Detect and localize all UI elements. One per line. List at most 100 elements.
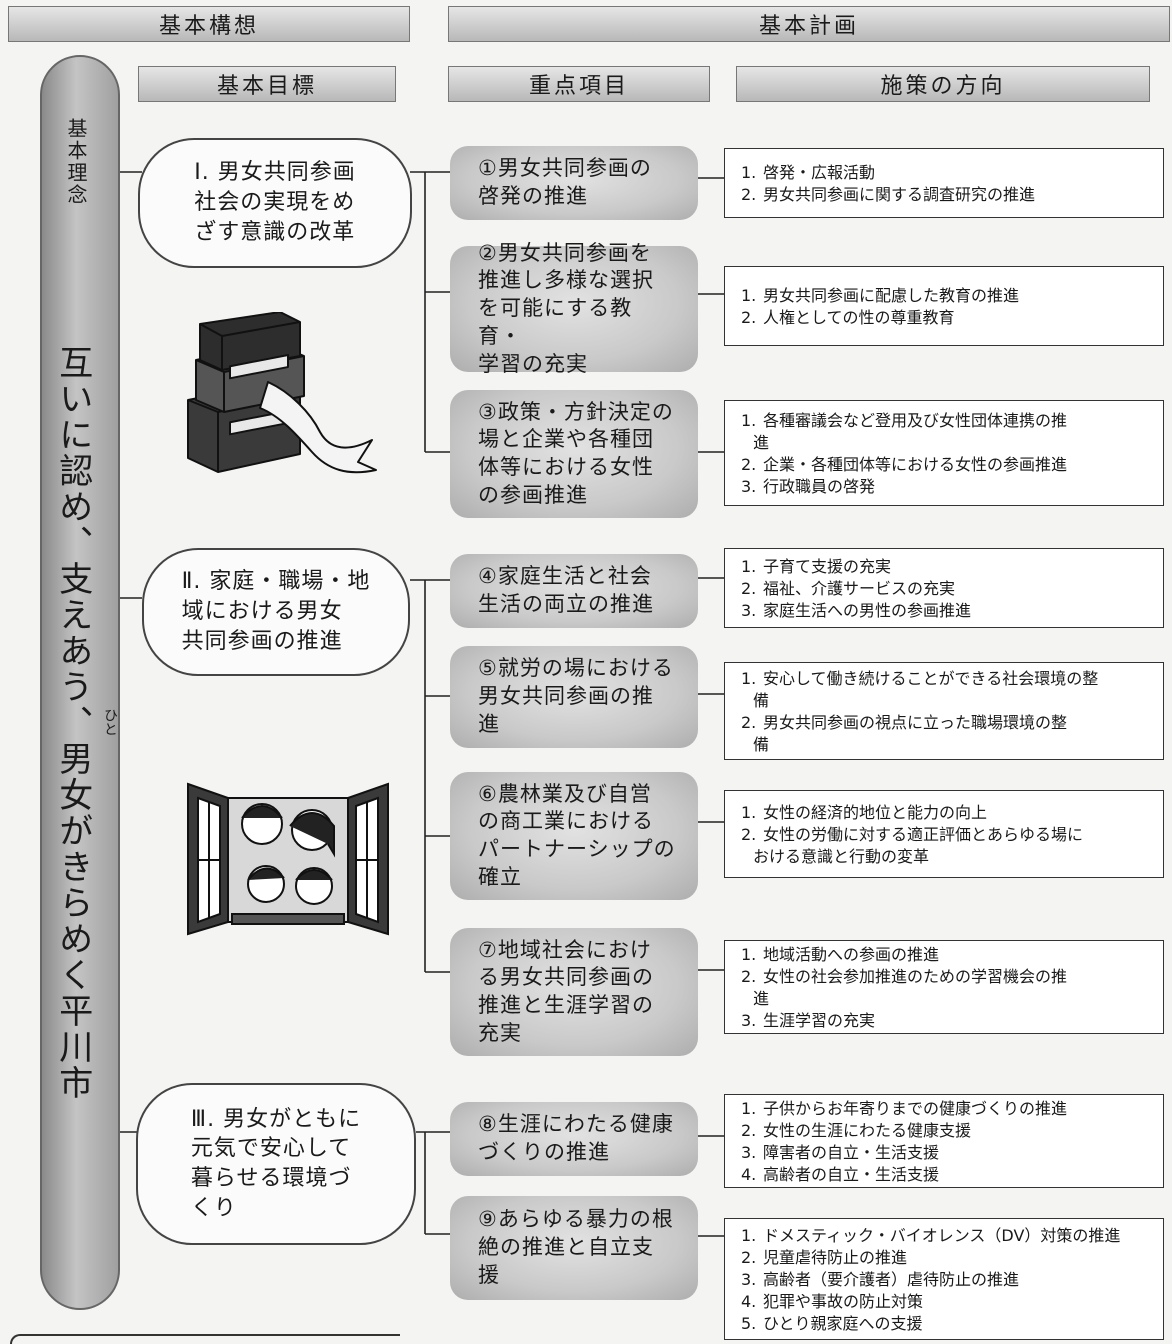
books-illustration <box>187 312 377 474</box>
measure-box-8: 1.子供からお年寄りまでの健康づくりの推進 2. 女性の生涯にわたる健康支援 3.… <box>724 1094 1164 1188</box>
measure-item: 3. 行政職員の啓発 <box>741 476 1151 498</box>
measure-box-2: 1.男女共同参画に配慮した教育の推進 2.人権としての性の尊重教育 <box>724 266 1164 346</box>
priority-text: ④家庭生活と社会 生活の両立の推進 <box>478 564 654 616</box>
measure-text: 人権としての性の尊重教育 <box>763 308 955 327</box>
priority-2: ②男女共同参画を 推進し多様な選択 を可能にする教育・ 学習の充実 <box>450 241 698 376</box>
priority-text: ②男女共同参画を 推進し多様な選択 を可能にする教育・ 学習の充実 <box>478 240 654 376</box>
measure-text: 高齢者（要介護者）虐待防止の推進 <box>763 1269 1020 1289</box>
goal-2: Ⅱ. 家庭・職場・地 域における男女 共同参画の推進 <box>142 548 410 676</box>
measure-num: 1. <box>741 668 757 688</box>
priority-5: ⑤就労の場における 男女共同参画の推 進 <box>450 646 698 748</box>
measure-box-5: 1.安心して働き続けることができる社会環境の整備 2.男女共同参画の視点に立った… <box>724 662 1164 760</box>
priority-1: ①男女共同参画の 啓発の推進 <box>450 146 698 220</box>
measure-item: 1. 子育て支援の充実 <box>741 556 1151 578</box>
measure-text: 子供からお年寄りまでの健康づくりの推進 <box>763 1098 1068 1118</box>
measure-item: 1.各種審議会など登用及び女性団体連携の推進 <box>741 410 1151 454</box>
priority-8: ⑧生涯にわたる健康 づくりの推進 <box>450 1102 698 1176</box>
measure-item: 2.児童虐待防止の推進 <box>741 1247 1151 1269</box>
measure-num: 2. <box>741 1247 757 1267</box>
measure-text: 女性の経済的地位と能力の向上 <box>763 802 988 822</box>
measure-num: 1. <box>741 1225 757 1245</box>
measure-num: 2. <box>741 578 757 598</box>
measure-text: 家庭生活への男性の参画推進 <box>763 601 972 621</box>
measure-num: 3. <box>741 1269 757 1289</box>
measure-text: 企業・各種団体等における女性の参画推進 <box>763 455 1068 474</box>
measure-num: 1. <box>741 802 757 822</box>
measure-num: 2. <box>741 824 757 844</box>
goal-text: Ⅰ. 男女共同参画 社会の実現をめ ざす意識の改革 <box>194 160 356 245</box>
measure-text: 生涯学習の充実 <box>763 1011 876 1031</box>
measure-item: 2.男女共同参画の視点に立った職場環境の整備 <box>741 712 1151 756</box>
measure-item: 3.生涯学習の充実 <box>741 1010 1151 1032</box>
measure-text: 犯罪や事故の防止対策 <box>763 1292 924 1312</box>
measure-box-1: 1.啓発・広報活動 2.男女共同参画に関する調査研究の推進 <box>724 148 1164 218</box>
priority-7: ⑦地域社会におけ る男女共同参画の 推進と生涯学習の 充実 <box>450 928 698 1056</box>
measure-text: ひとり親家庭への支援 <box>763 1314 923 1334</box>
measure-num: 4. <box>741 1292 757 1312</box>
measure-text: 高齢者の自立・生活支援 <box>763 1165 940 1185</box>
measure-num: 2. <box>741 713 757 732</box>
header-shisaku-hoko: 施策の方向 <box>736 66 1150 102</box>
header-label: 基本構想 <box>158 14 259 39</box>
header-kihon-koso: 基本構想 <box>8 6 410 42</box>
basic-principle-text: 互いに認め、支えあう、男女がきらめく平川市 <box>52 345 93 1101</box>
measure-text: 行政職員の啓発 <box>763 477 876 497</box>
priority-3: ③政策・方針決定の 場と企業や各種団 体等における女性 の参画推進 <box>450 390 698 518</box>
basic-principle-pillar <box>40 55 120 1310</box>
measure-text: 地域活動への参画の推進 <box>763 944 940 964</box>
measure-num: 2. <box>741 185 757 204</box>
header-label: 施策の方向 <box>880 74 1006 99</box>
header-label: 基本計画 <box>758 14 859 39</box>
goal-3: Ⅲ. 男女がともに 元気で安心して 暮らせる環境づ くり <box>136 1083 416 1245</box>
measure-item: 3.障害者の自立・生活支援 <box>741 1142 1151 1164</box>
measure-text-wrap: 進 <box>753 432 770 452</box>
priority-text: ⑤就労の場における 男女共同参画の推 進 <box>478 656 674 736</box>
measure-text: 女性の生涯にわたる健康支援 <box>763 1120 972 1140</box>
measure-num: 3. <box>741 477 757 497</box>
measure-item: 2. 女性の生涯にわたる健康支援 <box>741 1120 1151 1142</box>
measure-item: 1.子供からお年寄りまでの健康づくりの推進 <box>741 1098 1151 1120</box>
measure-box-7: 1.地域活動への参画の推進 2.女性の社会参加推進のための学習機会の推進 3.生… <box>724 940 1164 1034</box>
header-label: 重点項目 <box>528 74 629 99</box>
measure-item: 2.人権としての性の尊重教育 <box>741 307 1151 329</box>
measure-num: 2. <box>741 455 757 474</box>
priority-text: ⑨あらゆる暴力の根 絶の推進と自立支 援 <box>478 1207 674 1287</box>
measure-num: 2. <box>741 1120 757 1140</box>
measure-num: 1. <box>741 556 757 576</box>
measure-box-9: 1.ドメスティック・バイオレンス（DV）対策の推進 2.児童虐待防止の推進 3.… <box>724 1218 1164 1340</box>
measure-text: 障害者の自立・生活支援 <box>763 1143 940 1162</box>
measure-text: 各種審議会など登用及び女性団体連携の推 <box>763 410 1068 430</box>
measure-item: 1.ドメスティック・バイオレンス（DV）対策の推進 <box>741 1225 1151 1247</box>
measure-text: 安心して働き続けることができる社会環境の整 <box>763 668 1099 688</box>
measure-item: 4. 犯罪や事故の防止対策 <box>741 1291 1151 1313</box>
header-label: 基本目標 <box>216 74 317 99</box>
priority-9: ⑨あらゆる暴力の根 絶の推進と自立支 援 <box>450 1196 698 1300</box>
measure-text: 女性の労働に対する適正評価とあらゆる場に <box>763 824 1084 844</box>
priority-6: ⑥農林業及び自営 の商工業における パートナーシップの 確立 <box>450 772 698 900</box>
goal-text: Ⅲ. 男女がともに 元気で安心して 暮らせる環境づ くり <box>190 1106 362 1221</box>
measure-text: 子育て支援の充実 <box>763 556 892 576</box>
measure-text-wrap: 進 <box>753 989 770 1008</box>
measure-box-4: 1.子育て支援の充実 2.福祉、介護サービスの充実 3.家庭生活への男性の参画推… <box>724 548 1164 628</box>
measure-item: 4.高齢者の自立・生活支援 <box>741 1164 1151 1186</box>
priority-text: ⑧生涯にわたる健康 づくりの推進 <box>478 1112 674 1164</box>
priority-text: ③政策・方針決定の 場と企業や各種団 体等における女性 の参画推進 <box>478 399 674 507</box>
measure-item: 2.男女共同参画に関する調査研究の推進 <box>741 184 1151 206</box>
priority-text: ⑥農林業及び自営 の商工業における パートナーシップの 確立 <box>478 781 676 889</box>
measure-item: 5.ひとり親家庭への支援 <box>741 1313 1151 1335</box>
measure-text: 男女共同参画の視点に立った職場環境の整 <box>763 713 1068 732</box>
measure-item: 1.啓発・広報活動 <box>741 162 1151 184</box>
measure-num: 1. <box>741 944 757 964</box>
measure-item: 1. 地域活動への参画の推進 <box>741 944 1151 966</box>
measure-text: 啓発・広報活動 <box>763 162 876 182</box>
measure-text: 福祉、介護サービスの充実 <box>763 578 956 598</box>
measure-item: 3. 高齢者（要介護者）虐待防止の推進 <box>741 1269 1151 1291</box>
priority-text: ①男女共同参画の 啓発の推進 <box>478 156 652 208</box>
ruby-annotation: ひと <box>102 708 118 736</box>
measure-item: 2. 福祉、介護サービスの充実 <box>741 578 1151 600</box>
measure-item: 1.男女共同参画に配慮した教育の推進 <box>741 285 1151 307</box>
goal-1: Ⅰ. 男女共同参画 社会の実現をめ ざす意識の改革 <box>138 138 412 268</box>
measure-text: 女性の社会参加推進のための学習機会の推 <box>763 966 1068 986</box>
measure-box-6: 1.女性の経済的地位と能力の向上 2.女性の労働に対する適正評価とあらゆる場にお… <box>724 790 1164 878</box>
